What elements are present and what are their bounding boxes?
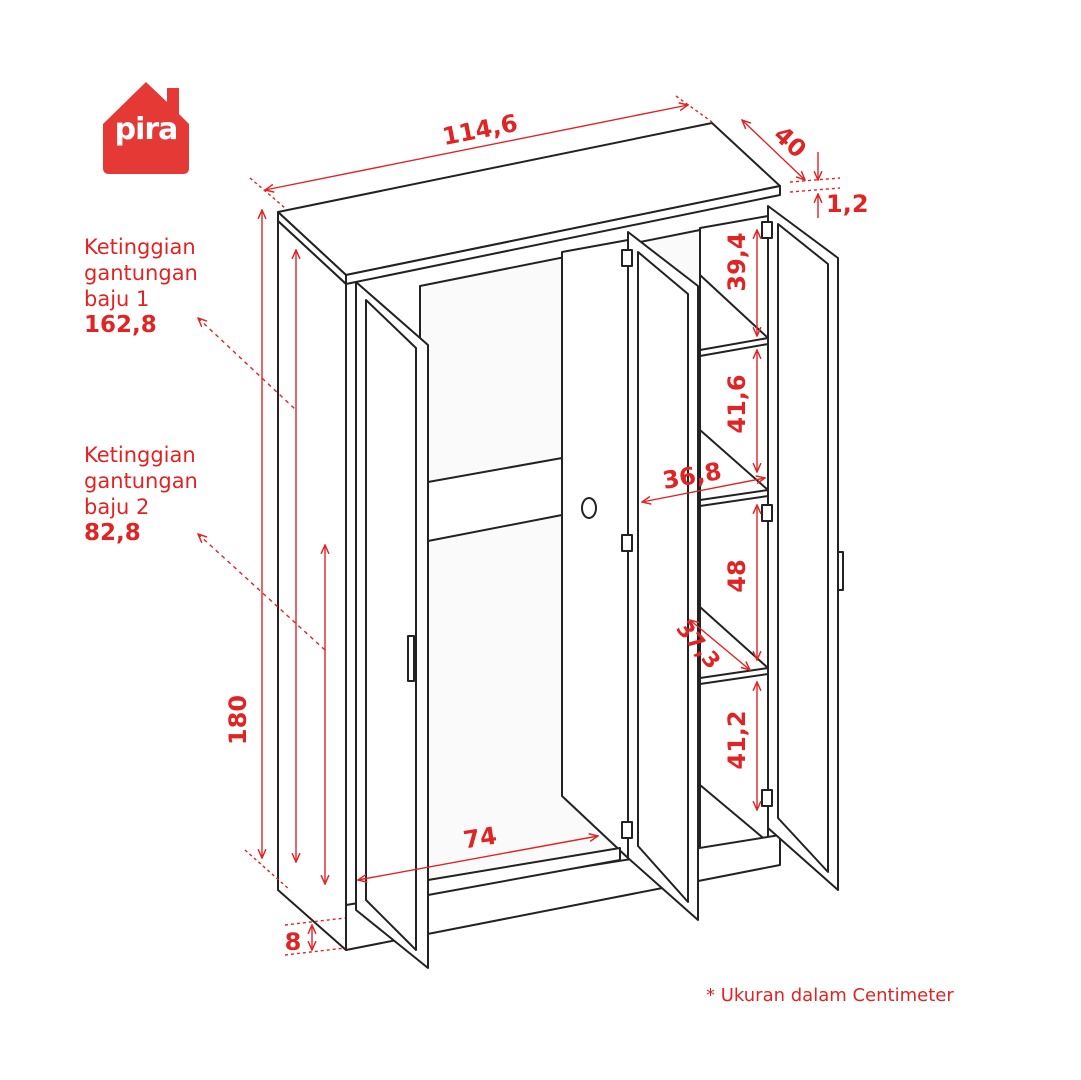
dim-top-thickness: 1,2: [826, 190, 869, 218]
dim-shelf-4: 41,2: [723, 710, 751, 769]
hanger-height-1-label: Ketinggian gantungan baju 1 162,8: [84, 235, 198, 338]
dim-height: 180: [224, 695, 252, 745]
dim-width: 114,6: [440, 109, 520, 151]
house-icon: [103, 82, 189, 174]
hanger-height-2-value: 82,8: [84, 520, 141, 546]
units-footnote: * Ukuran dalam Centimeter: [706, 985, 954, 1006]
wardrobe-illustration: [277, 122, 844, 969]
dim-shelf-1: 39,4: [723, 232, 751, 291]
hanger-height-1-value: 162,8: [84, 312, 157, 338]
dim-depth: 40: [768, 120, 812, 163]
dimension-lines: [198, 95, 841, 956]
dim-shelf-2: 41,6: [723, 374, 751, 433]
dim-base: 8: [285, 928, 302, 956]
hanger-height-2-label: Ketinggian gantungan baju 2 82,8: [84, 443, 198, 546]
pira-logo: [103, 82, 189, 174]
dim-inner-width: 74: [461, 822, 498, 855]
brand-name: pira: [114, 112, 179, 147]
dim-shelf-3: 48: [723, 559, 751, 592]
